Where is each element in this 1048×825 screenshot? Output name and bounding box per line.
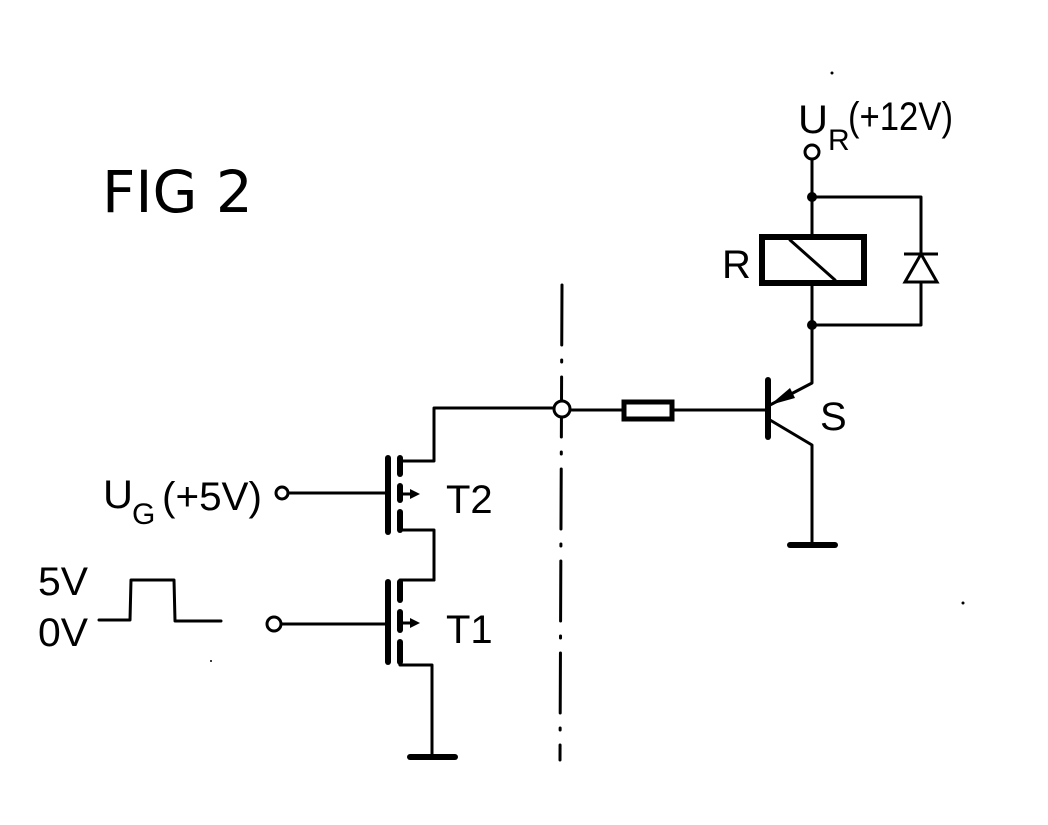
transistor-s — [765, 377, 814, 547]
t1-label: T1 — [446, 608, 493, 652]
interface-terminal — [552, 399, 572, 419]
transistor-label: S — [820, 395, 847, 439]
scan-speck — [961, 601, 965, 605]
t2-drain-wire — [432, 406, 556, 452]
diode-icon — [902, 250, 940, 284]
scan-speck — [210, 660, 212, 662]
gate-terminal — [274, 485, 290, 501]
relay-coil-slash — [788, 238, 837, 282]
pulse-terminal — [265, 615, 283, 633]
t2-arrow-icon — [410, 489, 420, 499]
base-resistor — [621, 399, 675, 422]
t2-label: T2 — [446, 478, 493, 522]
mosfet-t2 — [385, 448, 436, 582]
supply-label-sub: R — [828, 124, 850, 157]
pulse-low-label: 0V — [38, 611, 88, 655]
transistor-collector — [768, 418, 814, 547]
t1-source-wire — [398, 663, 434, 759]
separator-dashdot-line — [558, 283, 564, 762]
pulse-high-label: 5V — [38, 560, 88, 604]
gate-label-value: (+5V) — [162, 475, 262, 519]
gate-label-sub: G — [132, 498, 155, 531]
t2-t1-wire — [398, 528, 436, 582]
gate-label: U G (+5V) — [103, 473, 262, 531]
emitter-arrow-icon — [770, 388, 795, 405]
figure-title: FIG 2 — [102, 158, 253, 226]
gate-label-main: U — [103, 473, 133, 517]
relay-coil — [759, 234, 867, 286]
t1-arrow-icon — [410, 618, 420, 628]
relay-label: R — [722, 243, 751, 287]
scan-speck — [830, 71, 834, 75]
supply-label-main: U — [798, 98, 828, 142]
supply-label: U R (+12V) — [798, 95, 953, 157]
mosfet-t1 — [385, 578, 436, 759]
pulse-waveform-icon — [97, 578, 223, 623]
supply-label-value: (+12V) — [848, 95, 953, 139]
supply-terminal — [803, 143, 821, 161]
